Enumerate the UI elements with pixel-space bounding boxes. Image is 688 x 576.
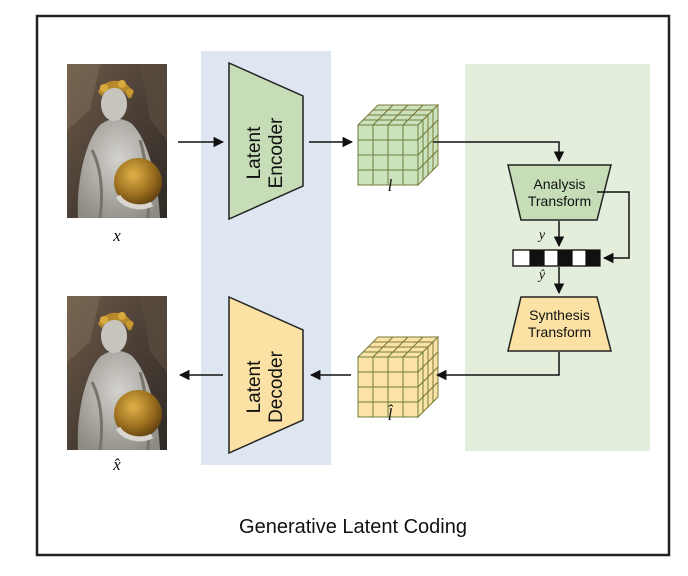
cube-front-cell (372, 356, 389, 373)
latent-encoder-block (228, 61, 304, 221)
cube-front-cell (357, 371, 374, 388)
cube-side-cell (417, 163, 424, 187)
cube-front-cell (402, 386, 419, 403)
cube-front-cell (387, 139, 404, 156)
cube-front-cell (402, 169, 419, 186)
cube-front-cell (402, 154, 419, 171)
diagram-title: Generative Latent Coding (239, 516, 467, 538)
cube-front-cell (387, 154, 404, 171)
cube-front-cell (357, 124, 374, 141)
cube-front-cell (357, 169, 374, 186)
symbol-y-hat: ŷ (538, 268, 546, 283)
synthesis-line2: Transform (527, 324, 592, 340)
symbol-y: y (538, 228, 546, 243)
cube-front-cell (357, 154, 374, 171)
cube-front-cell (402, 371, 419, 388)
cube-front-cell (357, 386, 374, 403)
cube-side-cell (417, 395, 424, 419)
synthesis-transform-block (507, 296, 612, 352)
cube-front-cell (357, 356, 374, 373)
symbol-l-hat: l̂ (387, 405, 393, 424)
cube-front-cell (372, 386, 389, 403)
arrow-synthesis-to-latent-hat (435, 352, 560, 381)
cube-front-cell (387, 356, 404, 373)
encoder-line1: Latent (244, 126, 265, 180)
latent-cube-l-hat (356, 335, 440, 419)
cube-front-cell (372, 154, 389, 171)
arrow-latent-to-analysis (433, 141, 565, 163)
input-image (67, 64, 167, 219)
decoder-line2: Decoder (266, 351, 287, 423)
cube-front-cell (357, 401, 374, 418)
cube-front-cell (402, 124, 419, 141)
analysis-line2: Transform (527, 192, 592, 209)
analysis-line1: Analysis (533, 175, 586, 192)
cube-front-cell (387, 371, 404, 388)
decoder-line1: Latent (244, 360, 265, 414)
cube-front-cell (402, 139, 419, 156)
symbol-x-hat: x̂ (113, 455, 121, 474)
symbol-x: x (113, 226, 121, 245)
cube-front-cell (372, 371, 389, 388)
cube-front-cell (357, 139, 374, 156)
latent-decoder-block (228, 295, 304, 455)
cube-front-cell (402, 356, 419, 373)
synthesis-line1: Synthesis (529, 307, 590, 323)
cube-front-cell (372, 124, 389, 141)
quantized-code-strip (512, 249, 601, 267)
cube-front-cell (402, 401, 419, 418)
arrow-analysis-side-branch (597, 191, 630, 264)
encoder-line2: Encoder (266, 117, 287, 189)
latent-cube-l (356, 103, 440, 187)
analysis-transform-block (507, 164, 612, 221)
symbol-l: l (387, 176, 393, 195)
cube-front-cell (387, 124, 404, 141)
cube-front-cell (387, 386, 404, 403)
cube-front-cell (372, 139, 389, 156)
output-image (67, 296, 167, 451)
